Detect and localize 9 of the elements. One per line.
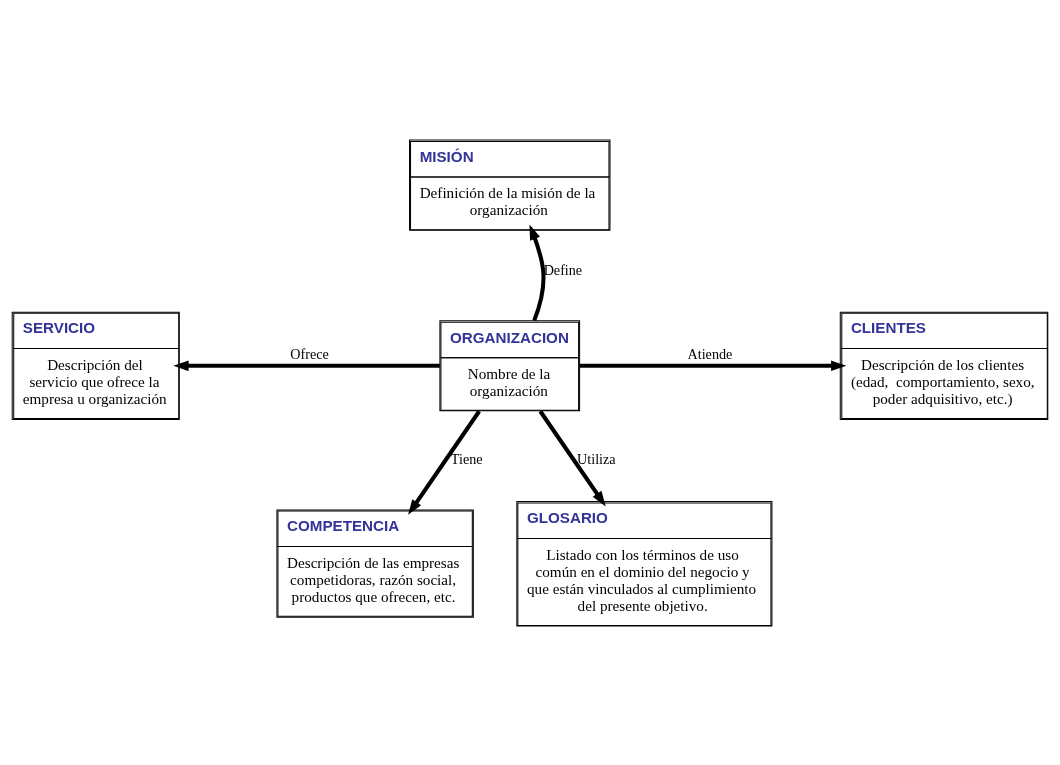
arrow — [408, 409, 481, 515]
arrow — [580, 359, 847, 371]
edge-label: Tiene — [450, 450, 483, 467]
arrow — [538, 409, 606, 506]
arrow — [529, 224, 546, 321]
edge-label: Atiende — [687, 345, 733, 362]
edge-label: Ofrece — [290, 345, 329, 362]
edge-label: Utiliza — [577, 450, 616, 467]
arrow — [173, 359, 440, 371]
